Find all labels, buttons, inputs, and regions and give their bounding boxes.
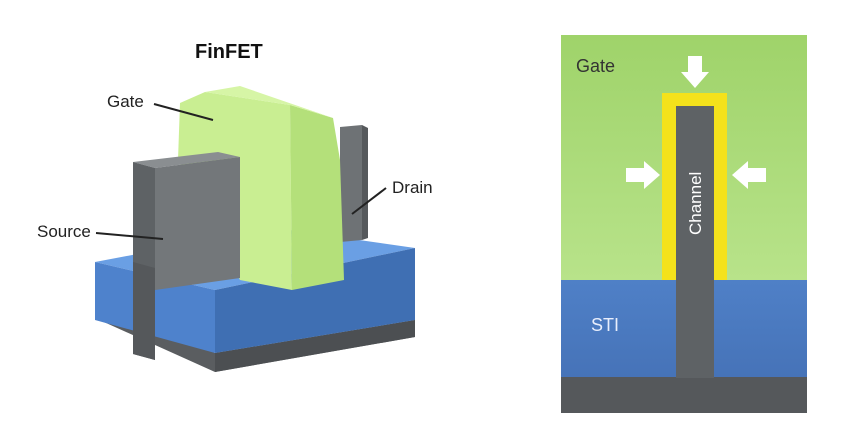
channel-fin <box>676 106 714 378</box>
substrate-right <box>215 320 415 372</box>
source-leader-line <box>95 232 164 240</box>
source-fin-top <box>133 152 240 168</box>
sti-label: STI <box>591 315 619 335</box>
channel-label: Channel <box>686 172 705 235</box>
oxide-block-right <box>215 248 415 353</box>
substrate-front <box>95 300 415 372</box>
source-fin-right <box>155 157 240 290</box>
gate-leader-line <box>153 103 214 121</box>
gate-block-front <box>290 105 344 290</box>
source-fin-through-oxide <box>133 262 155 360</box>
cross-gate-label: Gate <box>576 56 615 76</box>
gate-block-top <box>205 86 333 118</box>
cross-substrate <box>561 377 807 413</box>
top-arrow-icon <box>681 56 709 88</box>
source-label: Source <box>37 222 91 241</box>
left-arrow-icon <box>626 161 660 189</box>
right-arrow-icon <box>732 161 766 189</box>
gate-label: Gate <box>107 92 144 111</box>
drain-fin-face <box>340 125 362 242</box>
drain-leader-line <box>351 187 387 215</box>
drain-label: Drain <box>392 178 433 197</box>
finfet-title: FinFET <box>195 41 263 63</box>
drain-fin-side <box>362 125 368 240</box>
